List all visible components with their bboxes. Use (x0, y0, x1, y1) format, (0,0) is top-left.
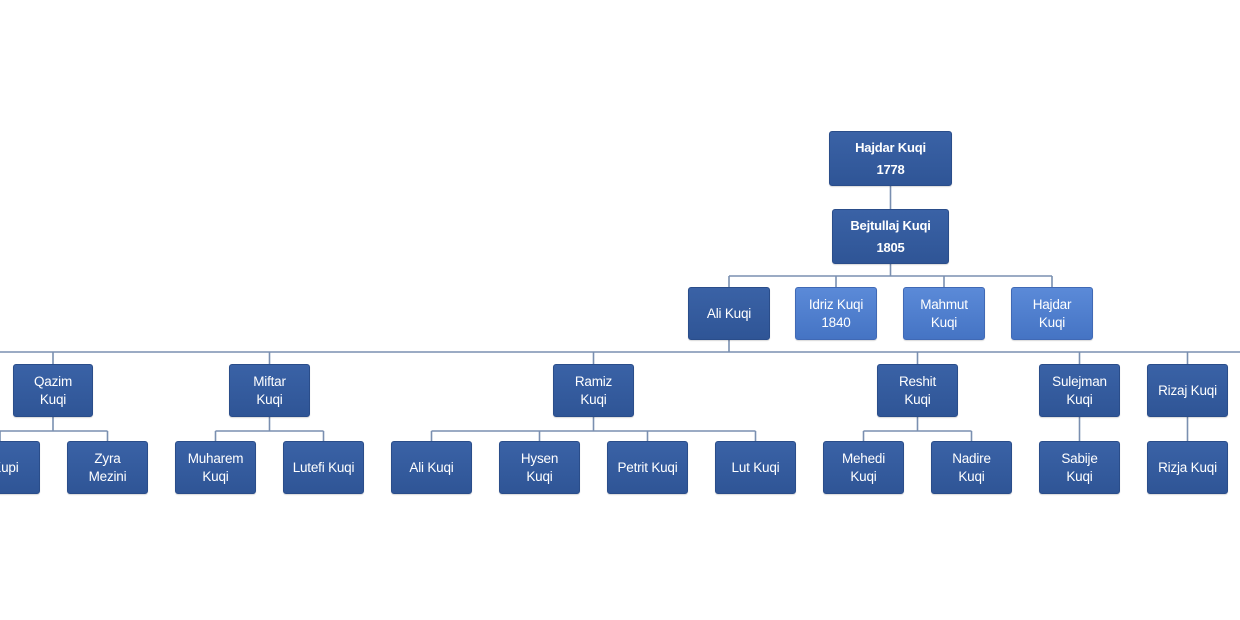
node-label-line: Bejtullaj Kuqi (850, 217, 931, 233)
node-label-line: Miftar (253, 373, 286, 389)
node-label-line: Sulejman (1052, 373, 1107, 389)
node-label-line: Lut Kuqi (731, 459, 780, 475)
node-label-line: Kuqi (39, 391, 67, 407)
node-label-line: 1778 (876, 161, 905, 177)
node-label-line: Kuqi (202, 468, 229, 484)
node-label-line: Reshit (898, 373, 937, 389)
node-kupi: e Kupi (0, 441, 40, 494)
node-label-line: 1840 (821, 314, 851, 330)
node-label-line: Idriz Kuqi (808, 296, 864, 312)
node-label-line: Zyra (94, 450, 121, 466)
node-label-line: e Kupi (0, 459, 19, 475)
node-label-line: Hysen (520, 450, 559, 466)
node-label-line: Mezini (88, 468, 127, 484)
node-lutefi: Lutefi Kuqi (283, 441, 364, 494)
node-label-line: Kuqi (904, 391, 931, 407)
node-label-line: Qazim (33, 373, 72, 389)
node-label-line: Hajdar (1032, 296, 1072, 312)
node-label-line: Ali Kuqi (409, 459, 454, 475)
node-label-line: Kuqi (256, 391, 283, 407)
node-label-line: Mehedi (841, 450, 886, 466)
node-label-line: Rizaj Kuqi (1158, 382, 1217, 398)
node-ali-2: Ali Kuqi (391, 441, 472, 494)
node-label-line: Kuqi (580, 391, 607, 407)
node-label-line: Ramiz (574, 373, 613, 389)
node-label-line: Nadire (952, 450, 991, 466)
node-label-line: Ali Kuqi (706, 305, 752, 321)
node-rizaj: Rizaj Kuqi (1147, 364, 1228, 417)
node-petrit: Petrit Kuqi (607, 441, 688, 494)
node-bejtullaj: Bejtullaj Kuqi 1805 (832, 209, 949, 264)
node-lut: Lut Kuqi (715, 441, 796, 494)
node-label-line: Rizja Kuqi (1158, 459, 1217, 475)
node-idriz: Idriz Kuqi 1840 (795, 287, 877, 340)
node-ali: Ali Kuqi (688, 287, 770, 340)
node-label-line: Kuqi (526, 468, 553, 484)
node-label-line: Muharem (187, 450, 244, 466)
node-label-line: Kuqi (850, 468, 877, 484)
node-label-line: Kuqi (958, 468, 985, 484)
node-hajdar-root: Hajdar Kuqi 1778 (829, 131, 952, 186)
node-rizja: Rizja Kuqi (1147, 441, 1228, 494)
node-label-line: Lutefi Kuqi (292, 459, 355, 475)
node-label-line: Kuqi (1066, 468, 1093, 484)
node-label-line: Sabije (1061, 450, 1098, 466)
node-label-line: Kuqi (930, 314, 958, 330)
node-label-line: Petrit Kuqi (617, 459, 678, 475)
node-label-line: Kuqi (1038, 314, 1066, 330)
node-label-line: Kuqi (1066, 391, 1093, 407)
node-label-line: Mahmut (920, 296, 968, 312)
node-label-line: Hajdar Kuqi (855, 139, 926, 155)
node-label-line: 1805 (876, 239, 905, 255)
